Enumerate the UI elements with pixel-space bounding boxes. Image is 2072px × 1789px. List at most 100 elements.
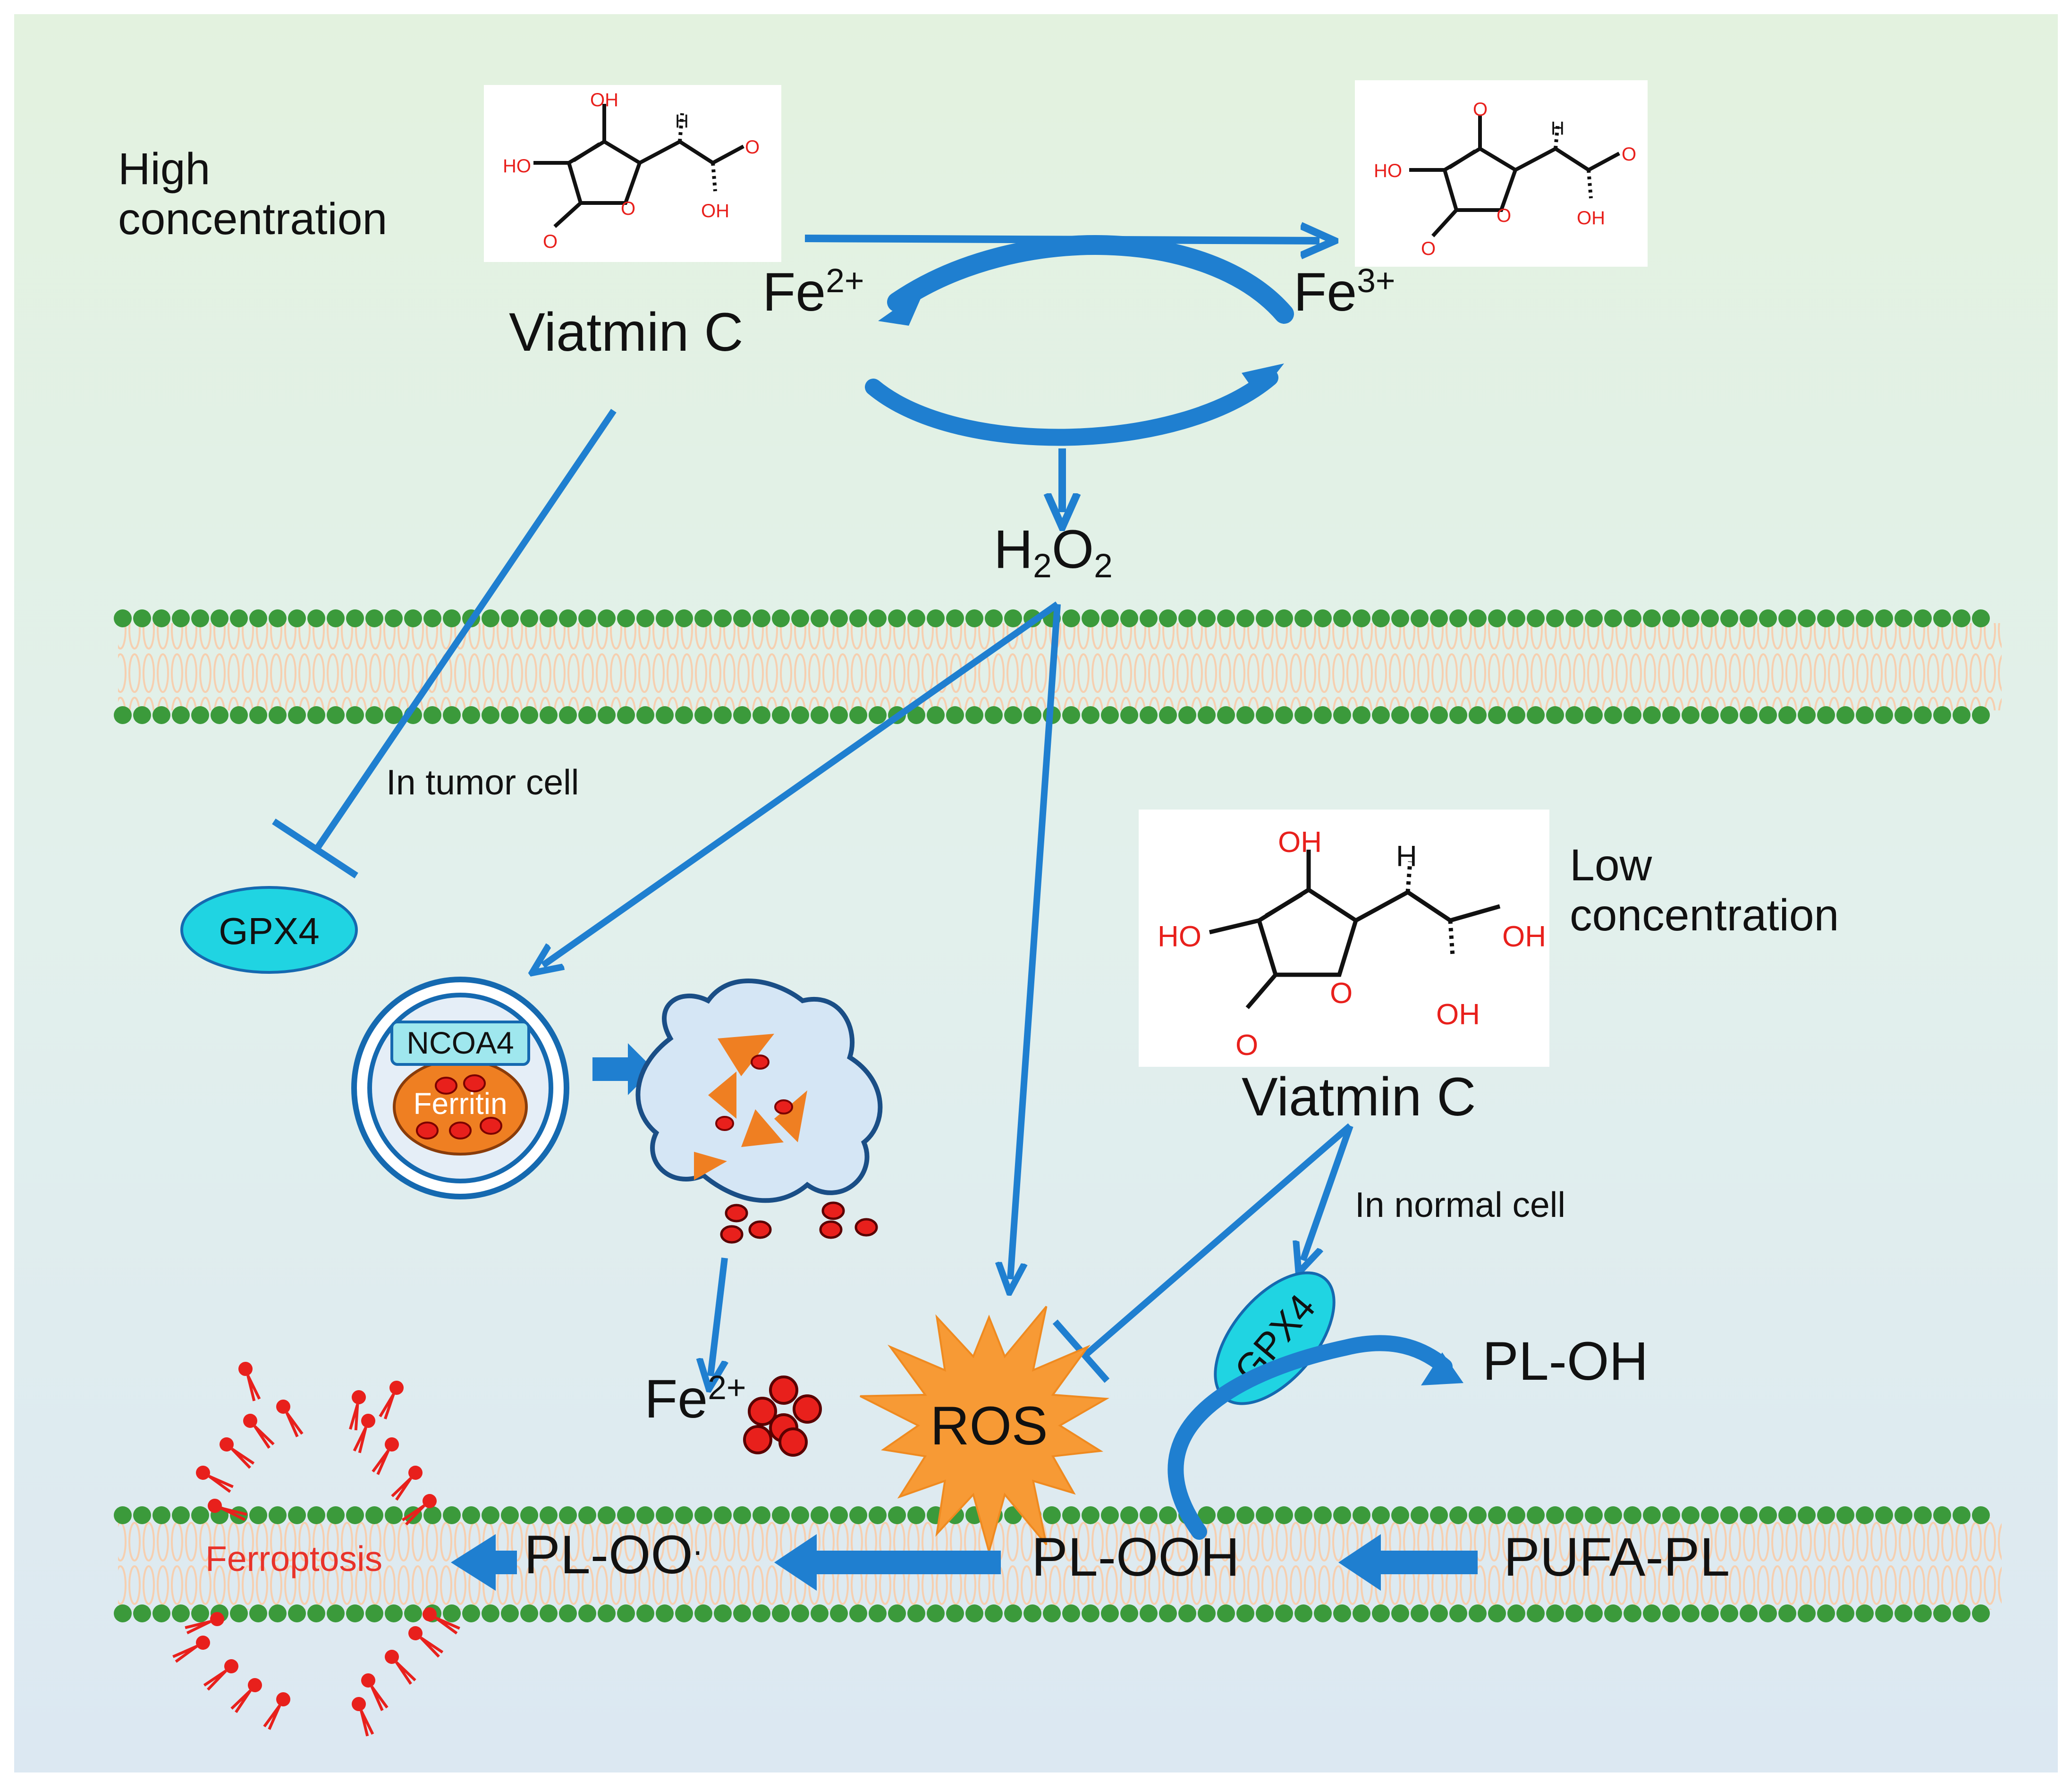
- membrane-head: [462, 706, 480, 724]
- membrane-head: [423, 1506, 441, 1524]
- membrane-head: [694, 706, 712, 724]
- membrane-head: [1004, 1604, 1022, 1622]
- membrane-head: [1256, 609, 1274, 627]
- membrane-head: [714, 609, 732, 627]
- mol-right-ho: HO: [1374, 160, 1402, 181]
- mol-top-h: H: [675, 111, 689, 132]
- membrane-head: [1411, 706, 1429, 724]
- membrane-head: [1701, 1506, 1719, 1524]
- ferroptosis-lipid-fragment: [408, 1626, 444, 1658]
- membrane-head: [1933, 1604, 1951, 1622]
- fe3-charge: 3+: [1357, 262, 1395, 300]
- membrane-head: [1759, 706, 1777, 724]
- membrane-head: [1411, 1604, 1429, 1622]
- membrane-head: [1604, 1604, 1622, 1622]
- fe2-bottom-base: Fe: [644, 1369, 708, 1429]
- ferroptosis-lipid-fragment: [263, 1692, 290, 1730]
- mol-right-o-carbonyl: O: [1421, 238, 1436, 259]
- membrane-head: [869, 609, 887, 627]
- membrane-head: [617, 1604, 635, 1622]
- fe2-iron-cluster: [743, 1376, 822, 1457]
- membrane-head: [365, 609, 383, 627]
- membrane-head: [1062, 1506, 1080, 1524]
- membrane-head: [482, 706, 499, 724]
- membrane-head: [907, 1604, 925, 1622]
- membrane-head: [617, 1506, 635, 1524]
- membrane-head: [1662, 609, 1680, 627]
- membrane-head: [133, 609, 151, 627]
- ferroptosis-lipid-fragment: [372, 1437, 399, 1475]
- membrane-head: [1527, 609, 1545, 627]
- fe2-bottom-charge: 2+: [708, 1368, 746, 1407]
- membrane-head: [1372, 1506, 1390, 1524]
- membrane-head: [1740, 1604, 1758, 1622]
- membrane-head: [385, 1506, 403, 1524]
- membrane-head: [540, 706, 558, 724]
- membrane-head: [1778, 1604, 1796, 1622]
- membrane-head: [598, 1604, 616, 1622]
- membrane-head: [482, 1604, 499, 1622]
- fe3-to-fe2-arrowhead: [878, 288, 925, 326]
- mol-top-oh: OH: [590, 90, 618, 110]
- membrane-head: [1585, 1506, 1603, 1524]
- membrane-head: [1488, 1604, 1506, 1622]
- membrane-head: [578, 1604, 596, 1622]
- ferroptosis-lipid-fragment: [379, 1381, 404, 1419]
- membrane-head: [1953, 1604, 1971, 1622]
- membrane-head: [1643, 1506, 1661, 1524]
- membrane-head: [1082, 609, 1099, 627]
- membrane-head: [1101, 609, 1119, 627]
- membrane-head: [1353, 1604, 1370, 1622]
- membrane-head: [772, 1604, 790, 1622]
- membrane-head: [1469, 609, 1487, 627]
- membrane-head: [1546, 1604, 1564, 1622]
- low-concentration-line2: concentration: [1570, 890, 1839, 941]
- membrane-head: [1256, 1506, 1274, 1524]
- membrane-head: [1682, 706, 1700, 724]
- membrane-head: [617, 609, 635, 627]
- membrane-head: [811, 1604, 829, 1622]
- membrane-head: [1527, 1506, 1545, 1524]
- membrane-head: [288, 609, 306, 627]
- membrane-head: [346, 1506, 364, 1524]
- membrane-head: [1391, 1506, 1409, 1524]
- vitc-inhibits-gpx4-bar: [272, 819, 358, 878]
- membrane-head: [1217, 1604, 1235, 1622]
- membrane-head: [675, 609, 693, 627]
- membrane-head: [114, 1604, 132, 1622]
- pufa-to-plooh-arrow: [1338, 1534, 1478, 1591]
- membrane-head: [791, 1604, 809, 1622]
- high-concentration-label: High concentration: [118, 144, 387, 245]
- ploo-to-ferroptosis-arrow: [451, 1534, 517, 1591]
- ncoa4-box: [390, 1021, 530, 1066]
- membrane-head: [1565, 1604, 1583, 1622]
- vitamin-c-top-label: Viatmin C: [509, 302, 744, 363]
- membrane-head: [1082, 706, 1099, 724]
- membrane-head: [1275, 1604, 1293, 1622]
- lower-membrane-top-heads: [114, 1506, 1990, 1524]
- lower-membrane-bottom-heads: [114, 1604, 1990, 1622]
- lower-membrane-tails: [118, 1518, 2002, 1610]
- membrane-head: [520, 706, 538, 724]
- membrane-head: [772, 609, 790, 627]
- ferroptosis-lipid-fragment: [196, 1466, 234, 1493]
- mol-low-o-ring: O: [1330, 977, 1353, 1010]
- membrane-head: [656, 1604, 674, 1622]
- membrane-head: [269, 1506, 287, 1524]
- ferritin-iron-dots: [416, 1074, 502, 1139]
- membrane-head: [114, 609, 132, 627]
- membrane-head: [830, 609, 848, 627]
- membrane-head: [869, 706, 887, 724]
- membrane-head: [636, 609, 654, 627]
- membrane-head: [1836, 609, 1854, 627]
- membrane-head: [482, 609, 499, 627]
- membrane-head: [965, 706, 983, 724]
- mol-top-ho: HO: [503, 156, 531, 177]
- membrane-head: [133, 1604, 151, 1622]
- membrane-head: [1740, 609, 1758, 627]
- ferritin-label: Ferritin: [413, 1087, 507, 1121]
- iron-release-arrow: [710, 1257, 725, 1376]
- membrane-head: [1875, 706, 1893, 724]
- membrane-head: [1082, 1506, 1099, 1524]
